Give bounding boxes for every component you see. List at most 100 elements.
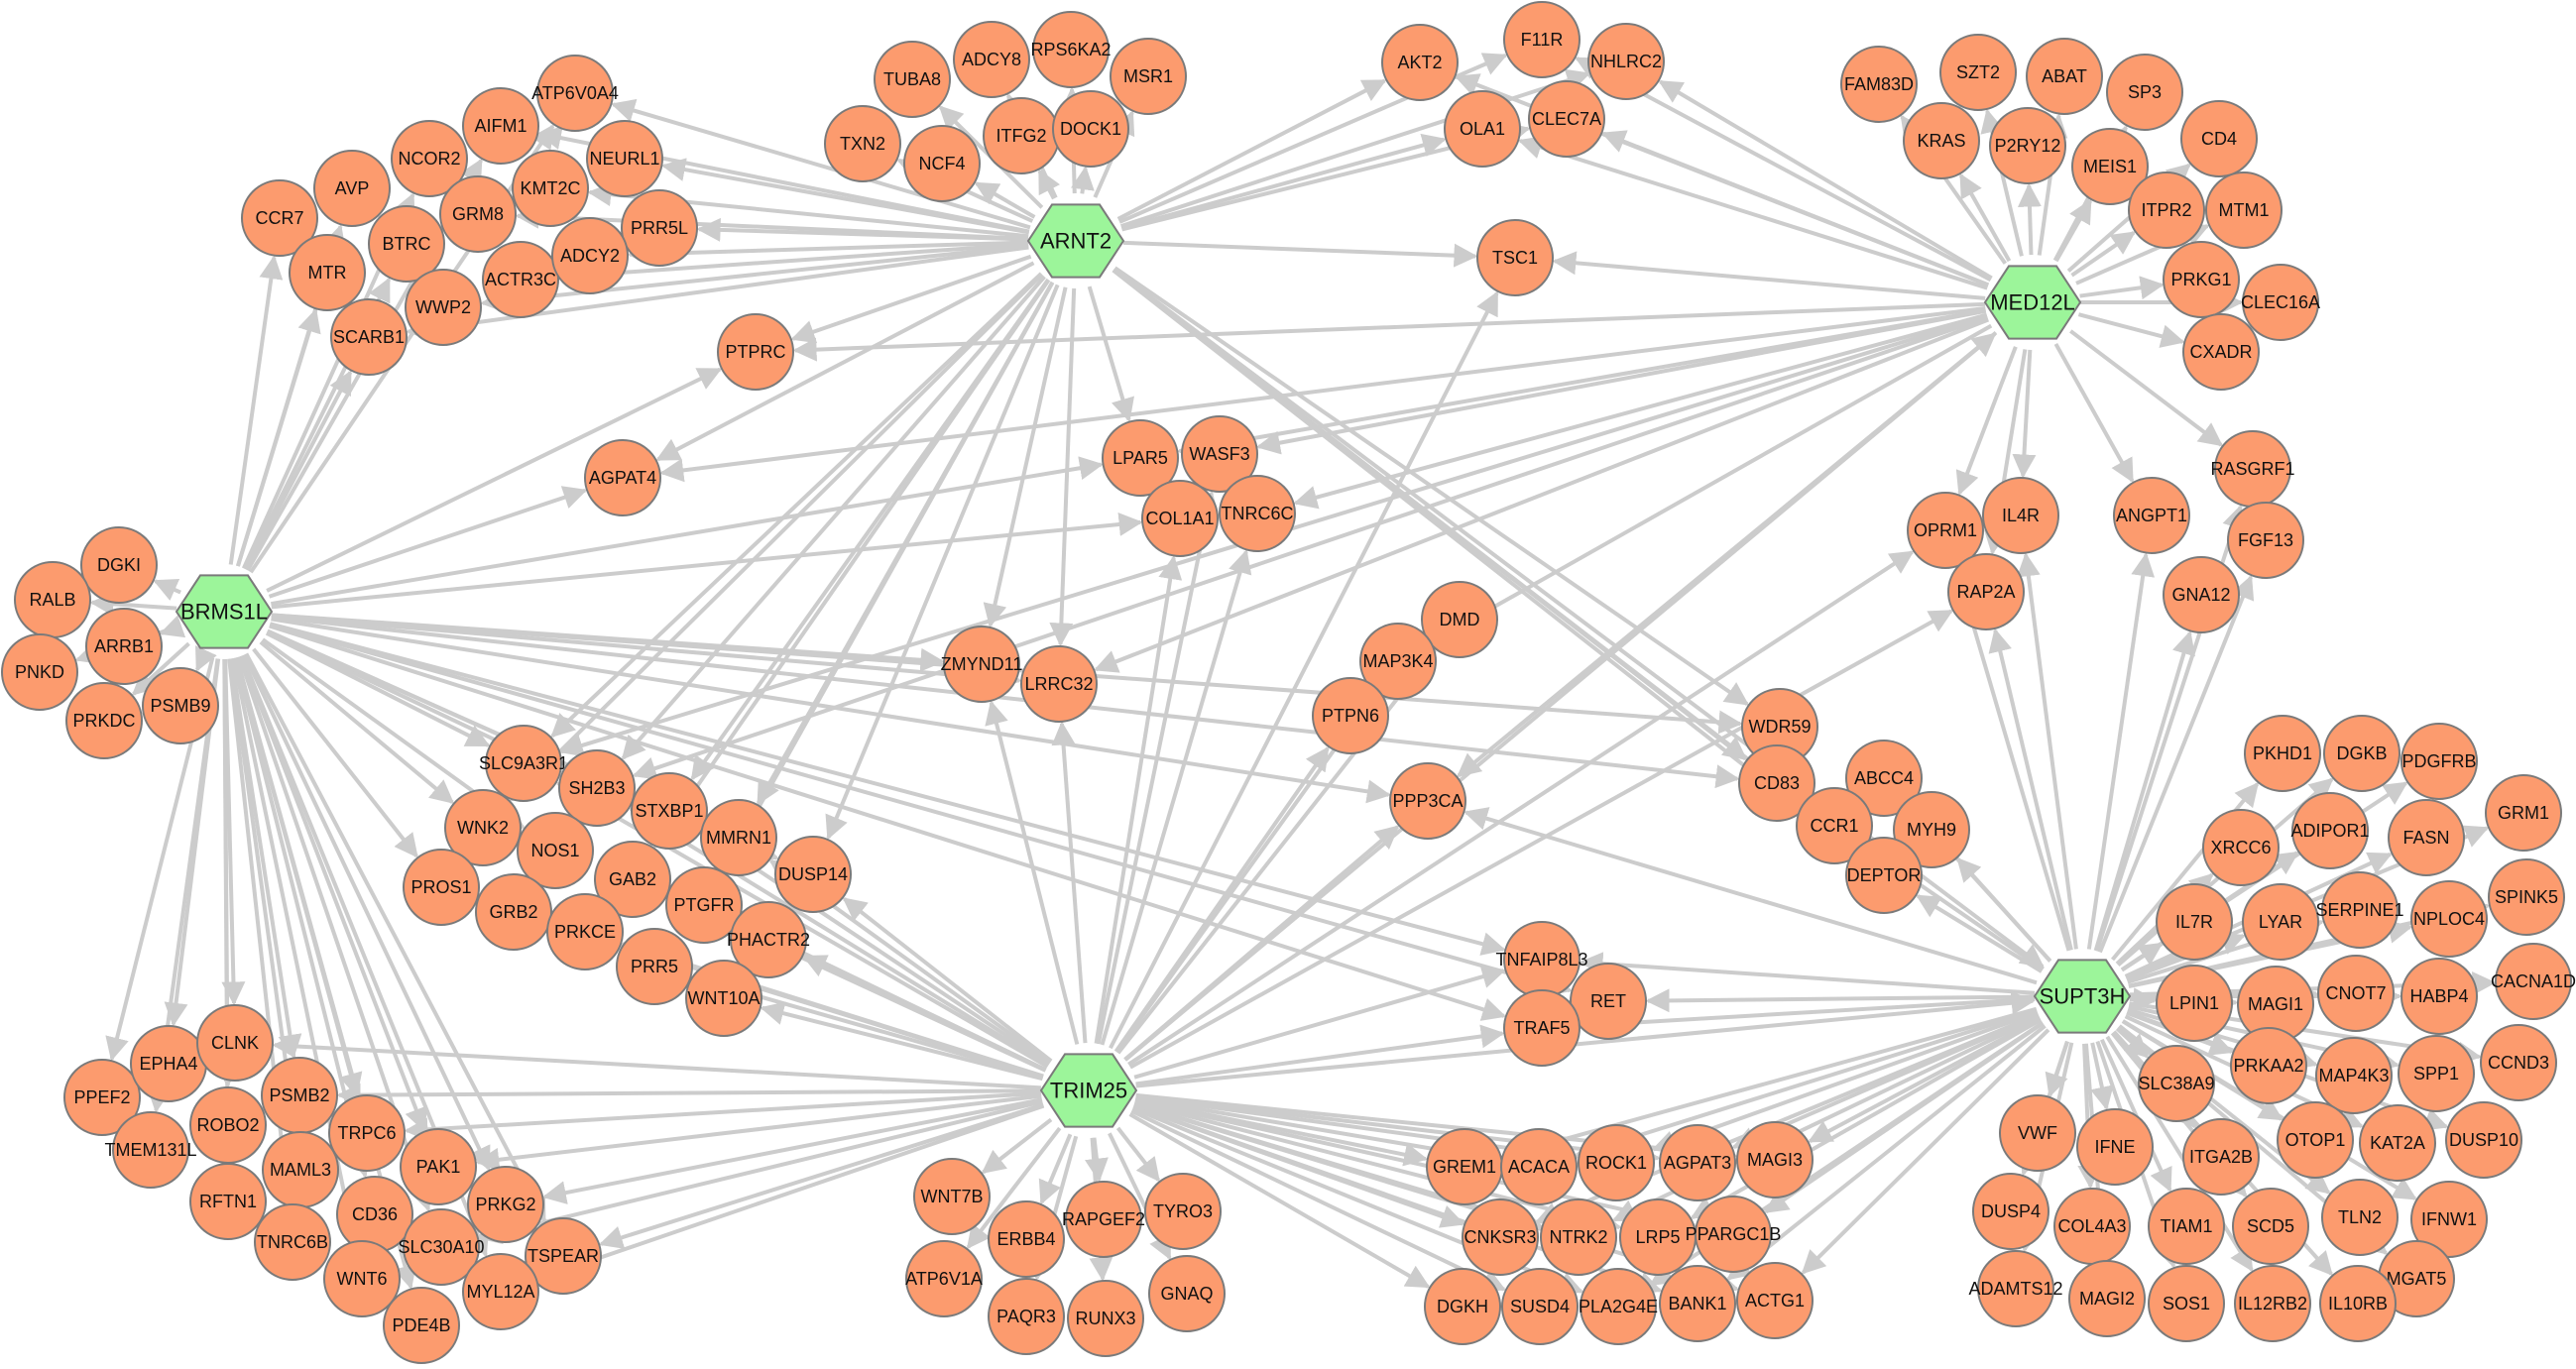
gene-node-zmynd11[interactable]: ZMYND11 xyxy=(941,626,1023,703)
gene-node-angpt1[interactable]: ANGPT1 xyxy=(2113,477,2190,554)
gene-node-slc38a9[interactable]: SLC38A9 xyxy=(2138,1045,2215,1122)
gene-node-dusp14[interactable]: DUSP14 xyxy=(774,836,852,913)
gene-node-itpr2[interactable]: ITPR2 xyxy=(2128,171,2205,249)
gene-node-acaca[interactable]: ACACA xyxy=(1500,1128,1578,1205)
gene-node-serpine1[interactable]: SERPINE1 xyxy=(2315,871,2404,949)
gene-node-scd5[interactable]: SCD5 xyxy=(2232,1188,2309,1265)
gene-node-ret[interactable]: RET xyxy=(1570,963,1647,1040)
gene-node-gab2[interactable]: GAB2 xyxy=(594,841,671,918)
gene-node-wnk2[interactable]: WNK2 xyxy=(444,789,522,866)
gene-node-pak1[interactable]: PAK1 xyxy=(400,1128,477,1205)
gene-node-trpc6[interactable]: TRPC6 xyxy=(328,1094,406,1172)
gene-node-gna12[interactable]: GNA12 xyxy=(2163,556,2240,633)
gene-node-spp1[interactable]: SPP1 xyxy=(2398,1035,2475,1112)
gene-node-cd4[interactable]: CD4 xyxy=(2180,100,2258,177)
gene-node-rasgrf1[interactable]: RASGRF1 xyxy=(2210,430,2295,508)
gene-node-prr5[interactable]: PRR5 xyxy=(616,928,693,1005)
hub-node-arnt2[interactable]: ARNT2 xyxy=(1026,203,1125,279)
gene-node-ntrk2[interactable]: NTRK2 xyxy=(1540,1198,1617,1276)
hub-node-trim25[interactable]: TRIM25 xyxy=(1039,1053,1138,1128)
gene-node-meis1[interactable]: MEIS1 xyxy=(2071,128,2149,205)
gene-node-ncf4[interactable]: NCF4 xyxy=(903,125,981,202)
gene-node-pros1[interactable]: PROS1 xyxy=(403,849,480,926)
gene-node-mtm1[interactable]: MTM1 xyxy=(2205,171,2283,249)
gene-node-mtr[interactable]: MTR xyxy=(289,234,366,311)
gene-node-psmb2[interactable]: PSMB2 xyxy=(261,1057,338,1134)
gene-node-f11r[interactable]: F11R xyxy=(1503,1,1581,78)
gene-node-tmem131l[interactable]: TMEM131L xyxy=(104,1111,197,1189)
gene-node-bank1[interactable]: BANK1 xyxy=(1659,1265,1736,1342)
gene-node-adcy8[interactable]: ADCY8 xyxy=(953,21,1030,98)
gene-node-runx3[interactable]: RUNX3 xyxy=(1067,1280,1144,1357)
gene-node-prkdc[interactable]: PRKDC xyxy=(65,682,143,759)
gene-node-rap2a[interactable]: RAP2A xyxy=(1947,553,2025,630)
gene-node-dusp4[interactable]: DUSP4 xyxy=(1972,1173,2049,1250)
gene-node-fasn[interactable]: FASN xyxy=(2388,799,2465,876)
gene-node-otop1[interactable]: OTOP1 xyxy=(2277,1101,2354,1179)
gene-node-wwp2[interactable]: WWP2 xyxy=(405,269,482,346)
gene-node-myh9[interactable]: MYH9 xyxy=(1893,791,1970,868)
gene-node-ptpn6[interactable]: PTPN6 xyxy=(1312,677,1389,754)
gene-node-tsc1[interactable]: TSC1 xyxy=(1476,219,1554,296)
gene-node-clec7a[interactable]: CLEC7A xyxy=(1528,80,1605,158)
gene-node-ppp3ca[interactable]: PPP3CA xyxy=(1389,762,1466,840)
gene-node-wdr59[interactable]: WDR59 xyxy=(1741,688,1818,765)
gene-node-itga2b[interactable]: ITGA2B xyxy=(2182,1118,2260,1196)
gene-node-dgki[interactable]: DGKI xyxy=(80,526,158,604)
gene-node-cacna1d[interactable]: CACNA1D xyxy=(2491,943,2576,1020)
gene-node-prkaa2[interactable]: PRKAA2 xyxy=(2230,1027,2307,1104)
gene-node-spink5[interactable]: SPINK5 xyxy=(2488,858,2565,936)
gene-node-wnt7b[interactable]: WNT7B xyxy=(913,1158,991,1235)
gene-node-lrrc32[interactable]: LRRC32 xyxy=(1020,645,1098,723)
gene-node-lrp5[interactable]: LRP5 xyxy=(1619,1198,1697,1276)
gene-node-vwf[interactable]: VWF xyxy=(1999,1094,2076,1172)
gene-node-wasf3[interactable]: WASF3 xyxy=(1181,415,1258,493)
gene-node-sh2b3[interactable]: SH2B3 xyxy=(558,749,636,827)
gene-node-cxadr[interactable]: CXADR xyxy=(2182,313,2260,391)
gene-node-slc30a10[interactable]: SLC30A10 xyxy=(398,1208,485,1286)
gene-node-aifm1[interactable]: AIFM1 xyxy=(462,87,539,165)
gene-node-ncor2[interactable]: NCOR2 xyxy=(391,120,468,197)
gene-node-prkg1[interactable]: PRKG1 xyxy=(2163,241,2240,318)
gene-node-cd83[interactable]: CD83 xyxy=(1738,744,1815,822)
gene-node-pde4b[interactable]: PDE4B xyxy=(383,1287,460,1364)
gene-node-susd4[interactable]: SUSD4 xyxy=(1501,1268,1579,1345)
gene-node-dgkb[interactable]: DGKB xyxy=(2323,715,2400,792)
gene-node-mmrn1[interactable]: MMRN1 xyxy=(700,799,777,876)
gene-node-atp6v1a[interactable]: ATP6V1A xyxy=(905,1240,983,1317)
gene-node-scarb1[interactable]: SCARB1 xyxy=(330,298,408,376)
gene-node-gnaq[interactable]: GNAQ xyxy=(1148,1255,1226,1332)
gene-node-agpat3[interactable]: AGPAT3 xyxy=(1659,1124,1736,1201)
gene-node-paqr3[interactable]: PAQR3 xyxy=(988,1278,1065,1355)
gene-node-sos1[interactable]: SOS1 xyxy=(2148,1265,2225,1342)
gene-node-lyar[interactable]: LYAR xyxy=(2242,883,2319,961)
gene-node-nos1[interactable]: NOS1 xyxy=(517,812,594,889)
gene-node-atp6v0a4[interactable]: ATP6V0A4 xyxy=(531,55,619,132)
gene-node-magi2[interactable]: MAGI2 xyxy=(2068,1260,2146,1337)
gene-node-ptgfr[interactable]: PTGFR xyxy=(665,866,743,944)
gene-node-magi1[interactable]: MAGI1 xyxy=(2237,966,2314,1043)
gene-node-wnt10a[interactable]: WNT10A xyxy=(685,960,762,1037)
gene-node-grb2[interactable]: GRB2 xyxy=(475,873,552,951)
gene-node-rftn1[interactable]: RFTN1 xyxy=(189,1163,267,1240)
gene-node-ccnd3[interactable]: CCND3 xyxy=(2480,1024,2557,1101)
gene-node-txn2[interactable]: TXN2 xyxy=(824,105,901,182)
gene-node-prkg2[interactable]: PRKG2 xyxy=(467,1166,544,1243)
gene-node-pla2g4e[interactable]: PLA2G4E xyxy=(1579,1268,1658,1345)
gene-node-ifne[interactable]: IFNE xyxy=(2076,1108,2154,1186)
gene-node-fam83d[interactable]: FAM83D xyxy=(1840,46,1918,123)
gene-node-tln2[interactable]: TLN2 xyxy=(2321,1179,2399,1256)
gene-node-ccr7[interactable]: CCR7 xyxy=(241,179,318,257)
gene-node-ptprc[interactable]: PTPRC xyxy=(717,313,794,391)
gene-node-pnkd[interactable]: PNKD xyxy=(1,633,78,711)
gene-node-rapgef2[interactable]: RAPGEF2 xyxy=(1062,1181,1145,1258)
gene-node-deptor[interactable]: DEPTOR xyxy=(1845,837,1923,914)
gene-node-il7r[interactable]: IL7R xyxy=(2156,883,2233,961)
gene-node-kat2a[interactable]: KAT2A xyxy=(2359,1104,2436,1182)
gene-node-dusp10[interactable]: DUSP10 xyxy=(2445,1101,2522,1179)
gene-node-fgf13[interactable]: FGF13 xyxy=(2227,502,2304,579)
gene-node-grm1[interactable]: GRM1 xyxy=(2485,774,2562,852)
gene-node-prkce[interactable]: PRKCE xyxy=(546,893,624,970)
gene-node-phactr2[interactable]: PHACTR2 xyxy=(727,901,810,978)
gene-node-actr3c[interactable]: ACTR3C xyxy=(482,241,559,318)
